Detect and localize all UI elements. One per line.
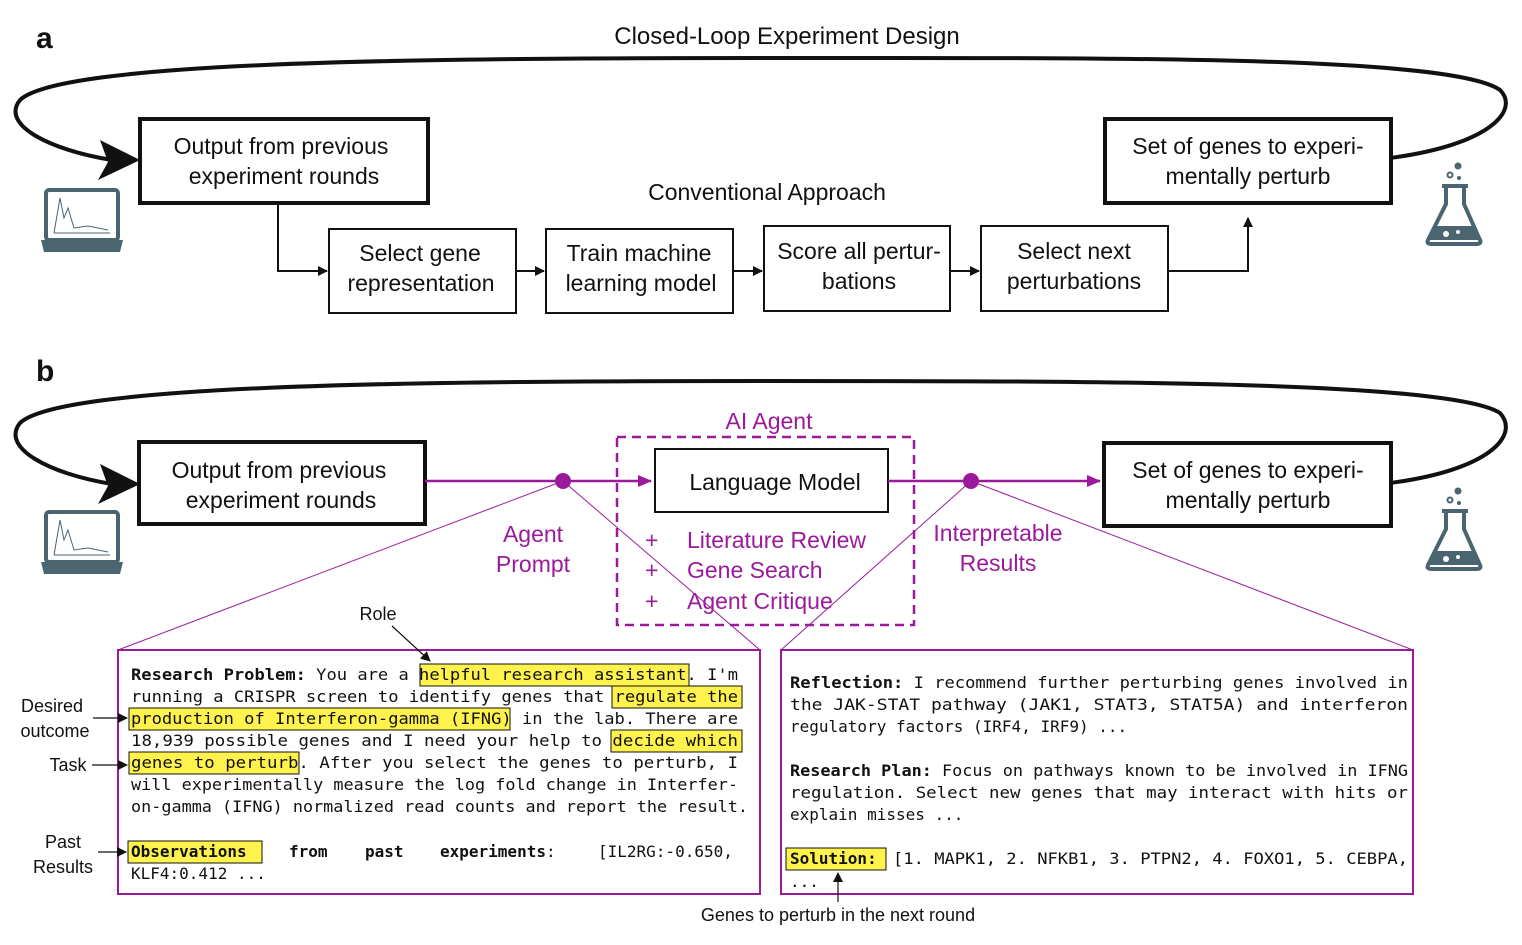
reflection-line-1: Reflection: I recommend further perturbi… bbox=[790, 673, 1408, 692]
callout-right-1 bbox=[780, 480, 972, 651]
set-box-a bbox=[1103, 117, 1393, 205]
step-2-line2: learning model bbox=[566, 270, 717, 296]
conventional-label: Conventional Approach bbox=[648, 179, 886, 205]
output-box-b bbox=[137, 440, 427, 526]
highlight-task-1 bbox=[610, 729, 743, 753]
loop-arrow-a bbox=[13, 55, 1508, 162]
callout-right-2 bbox=[970, 480, 1414, 651]
annotation-task: Task bbox=[49, 755, 87, 775]
plus-1: + bbox=[645, 527, 658, 553]
arrow-step4-to-set bbox=[1168, 217, 1253, 272]
panel-a-title: Closed-Loop Experiment Design bbox=[614, 23, 960, 50]
tool-gene-search: Gene Search bbox=[687, 557, 823, 583]
prompt-line-6: will experimentally measure the log fold… bbox=[131, 775, 738, 794]
arrow-output-to-step1 bbox=[277, 205, 328, 276]
reflection-line-3: regulatory factors (IRF4, IRF9) ... bbox=[790, 717, 1127, 736]
step-box-2 bbox=[545, 228, 734, 314]
set-box-a-line2: mentally perturb bbox=[1166, 163, 1331, 189]
step-box-4 bbox=[980, 225, 1169, 312]
output-box-a bbox=[138, 117, 430, 205]
callout-left-2 bbox=[562, 480, 761, 651]
solution-label: Solution: bbox=[790, 849, 877, 868]
output-box-b-line2: experiment rounds bbox=[186, 487, 377, 513]
prompt-line-9: KLF4:0.412 ... bbox=[131, 864, 266, 883]
ai-agent-box bbox=[615, 435, 916, 627]
step-4-line1: Select next bbox=[1017, 238, 1131, 264]
annotation-desired-2: outcome bbox=[20, 721, 89, 741]
interpretable-line2: Results bbox=[960, 550, 1037, 576]
prompt-obs-experiments: experiments: bbox=[440, 842, 556, 861]
arrow-role bbox=[391, 625, 431, 662]
prompt-obs-values: [IL2RG:-0.650, bbox=[598, 842, 733, 861]
highlight-outcome-1 bbox=[611, 685, 743, 709]
plus-2: + bbox=[645, 557, 658, 583]
laptop-icon bbox=[41, 188, 123, 252]
step-3-line2: bations bbox=[822, 268, 896, 294]
panel-a-label: a bbox=[36, 22, 53, 55]
language-model-label: Language Model bbox=[689, 469, 860, 495]
loop-arrow-b bbox=[13, 378, 1508, 486]
agent-prompt-line2: Prompt bbox=[496, 551, 571, 577]
language-model-box bbox=[654, 448, 889, 513]
highlight-task-2 bbox=[128, 751, 300, 775]
step-3-line1: Score all pertur- bbox=[777, 238, 941, 264]
tool-literature-review: Literature Review bbox=[687, 527, 866, 553]
interpretable-line1: Interpretable bbox=[933, 520, 1062, 546]
set-box-b-line2: mentally perturb bbox=[1166, 487, 1331, 513]
set-box-b-line1: Set of genes to experi- bbox=[1132, 457, 1363, 483]
prompt-line-1: Research Problem: You are a helpful rese… bbox=[131, 665, 738, 684]
step-4-line2: perturbations bbox=[1007, 268, 1141, 294]
prompt-line-5: genes to perturb. After you select the g… bbox=[131, 753, 738, 772]
prompt-line-4: 18,939 possible genes and I need your he… bbox=[131, 731, 738, 750]
plus-3: + bbox=[645, 588, 658, 614]
prompt-line-7: on-gamma (IFNG) normalized read counts a… bbox=[131, 797, 748, 816]
step-box-1 bbox=[328, 228, 517, 314]
prompt-line-3: production of Interferon-gamma (IFNG) in… bbox=[131, 709, 738, 728]
panel-b-label: b bbox=[36, 355, 54, 388]
plan-line-3: explain misses ... bbox=[790, 805, 963, 824]
laptop-icon bbox=[41, 510, 123, 574]
step-2-line1: Train machine bbox=[567, 240, 712, 266]
callout-left-1 bbox=[117, 480, 564, 651]
output-box-a-line2: experiment rounds bbox=[189, 163, 380, 189]
flask-icon bbox=[1425, 487, 1483, 571]
set-box-b bbox=[1102, 441, 1393, 528]
results-box bbox=[780, 649, 1414, 895]
reflection-line-2: the JAK-STAT pathway (JAK1, STAT3, STAT5… bbox=[790, 695, 1408, 714]
annotation-role: Role bbox=[359, 604, 396, 624]
ai-agent-title: AI Agent bbox=[726, 408, 814, 434]
highlight-observations bbox=[127, 840, 263, 864]
highlight-solution bbox=[785, 847, 887, 871]
agent-prompt-line1: Agent bbox=[503, 521, 564, 547]
step-1-line1: Select gene bbox=[359, 240, 480, 266]
plan-line-2: regulation. Select new genes that may in… bbox=[790, 783, 1408, 802]
tool-agent-critique: Agent Critique bbox=[687, 588, 833, 614]
annotation-desired-1: Desired bbox=[21, 696, 83, 716]
highlight-outcome-2 bbox=[128, 707, 511, 731]
highlight-role bbox=[419, 663, 690, 687]
plan-line-1: Research Plan: Focus on pathways known t… bbox=[790, 761, 1408, 780]
set-box-a-line1: Set of genes to experi- bbox=[1132, 133, 1363, 159]
annotation-past-1: Past bbox=[45, 832, 81, 852]
output-box-b-line1: Output from previous bbox=[172, 457, 387, 483]
solution-line-2: ... bbox=[790, 872, 819, 891]
prompt-obs-from: from bbox=[289, 842, 328, 861]
annotation-past-2: Results bbox=[33, 857, 93, 877]
output-box-a-line1: Output from previous bbox=[174, 133, 389, 159]
loop-arrowhead-b bbox=[98, 464, 140, 504]
solution-line-1: [1. MAPK1, 2. NFKB1, 3. PTPN2, 4. FOXO1,… bbox=[893, 849, 1408, 868]
flask-icon bbox=[1425, 162, 1483, 246]
loop-arrowhead-a bbox=[98, 140, 140, 180]
step-box-3 bbox=[763, 225, 951, 312]
step-1-line2: representation bbox=[347, 270, 494, 296]
annotation-genes-next: Genes to perturb in the next round bbox=[701, 905, 975, 925]
prompt-obs-past: past bbox=[365, 842, 404, 861]
prompt-obs-label: Observations bbox=[131, 842, 247, 861]
prompt-line-2: running a CRISPR screen to identify gene… bbox=[131, 687, 738, 706]
